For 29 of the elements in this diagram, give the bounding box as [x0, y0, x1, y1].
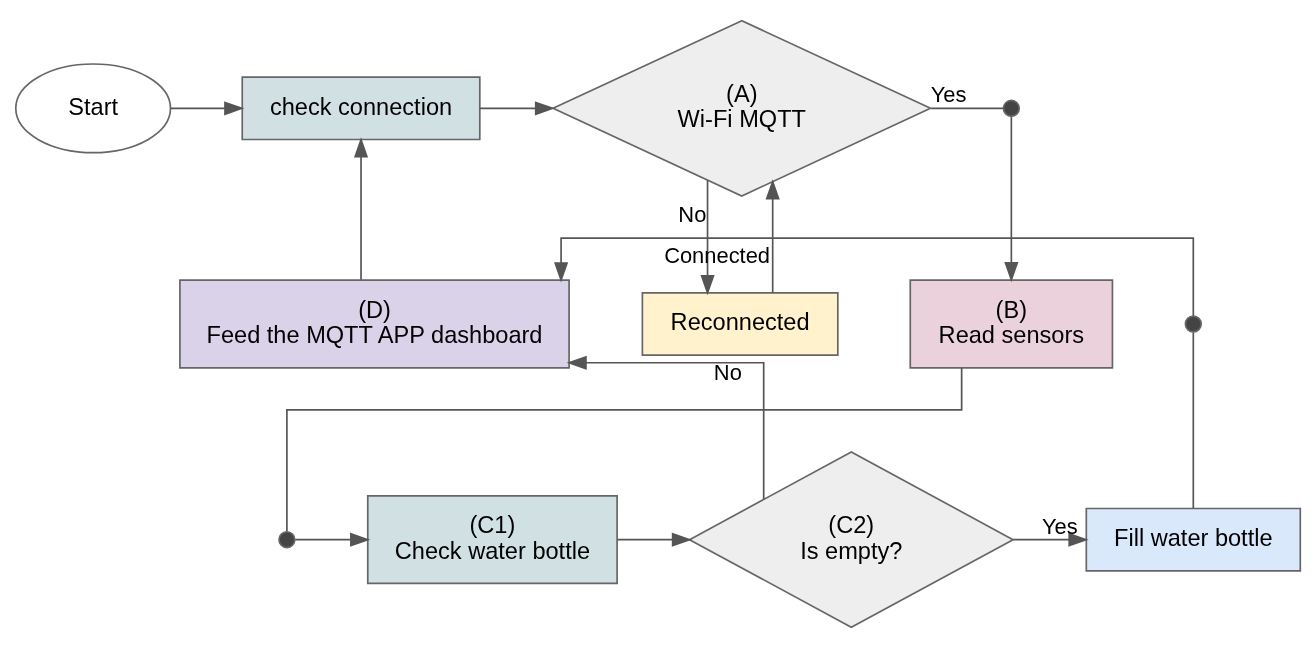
node-circle — [1184, 315, 1203, 333]
arrow — [554, 237, 1195, 317]
edge-label: Yes — [1041, 513, 1078, 539]
node-box: Fill water bottle — [1085, 507, 1302, 572]
node-diamond: (C2) Is empty? — [687, 451, 1015, 629]
arrow — [169, 101, 245, 116]
arrow — [1004, 115, 1019, 283]
arrow — [353, 137, 369, 281]
arrow — [479, 101, 556, 116]
node-box: check connection — [241, 76, 481, 141]
node-box: (D) Feed the MQTT APP dashboard — [179, 279, 570, 369]
connector — [1192, 331, 1195, 510]
node-circle — [1002, 99, 1021, 118]
connector — [286, 367, 963, 532]
node-box: (B) Read sensors — [909, 279, 1114, 369]
edge-label: Yes — [930, 82, 967, 108]
arrow — [294, 532, 371, 547]
edge-label: No — [713, 360, 742, 386]
node-box: Reconnected — [641, 292, 839, 356]
arrow — [765, 179, 780, 294]
node-box: (C1) Check water bottle — [366, 495, 618, 585]
edge-label: No — [678, 201, 707, 227]
connector — [930, 107, 1004, 110]
arrow — [566, 355, 765, 500]
arrow — [1012, 532, 1089, 547]
node-ellipse: Start — [14, 63, 172, 154]
arrow — [616, 532, 693, 547]
node-circle — [278, 530, 296, 549]
arrow — [700, 179, 715, 296]
